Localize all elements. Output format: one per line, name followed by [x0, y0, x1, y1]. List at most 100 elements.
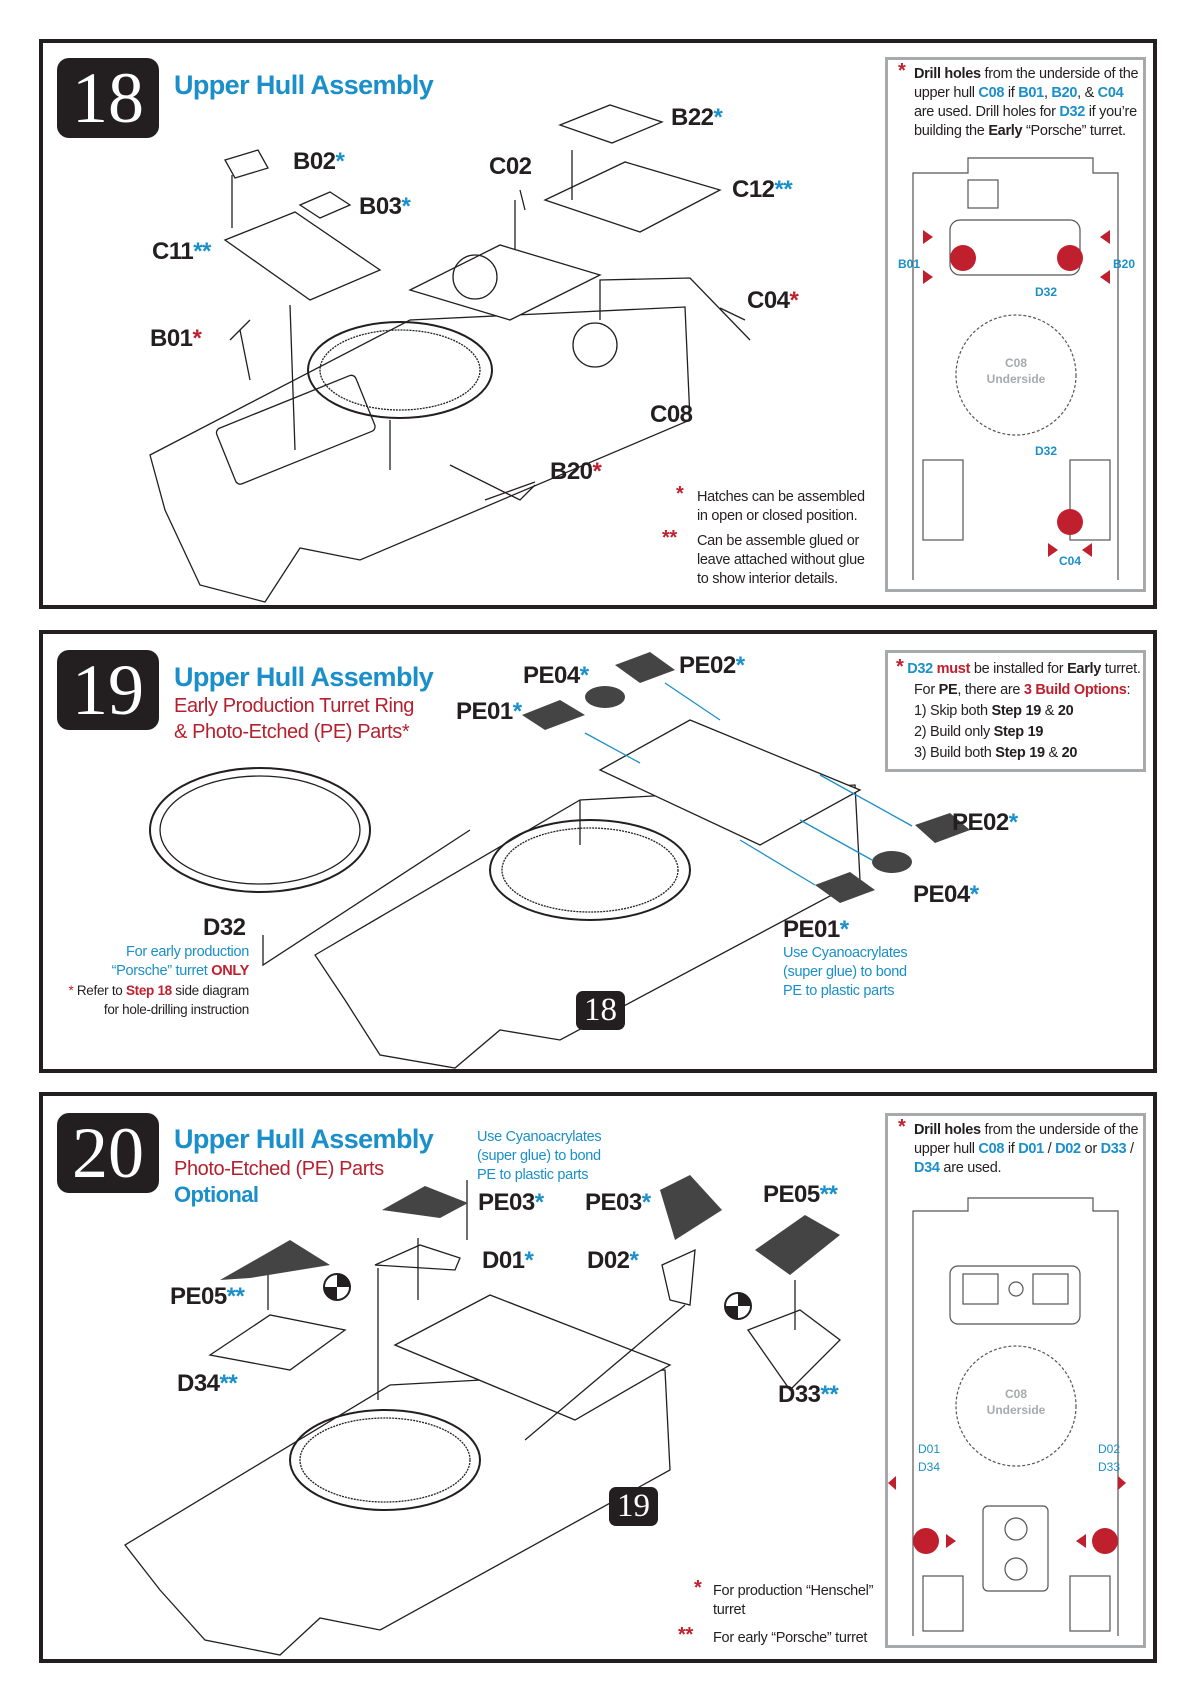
part-code: C04: [747, 287, 790, 314]
engine-deck-part: [408, 244, 602, 321]
text: Underside: [986, 372, 1046, 386]
drill-symbol-left: [950, 245, 976, 271]
glue-symbol-icon: [724, 1292, 752, 1320]
glue-note: Use Cyanoacrylates (super glue) to bond …: [477, 1128, 602, 1185]
part-code: D32: [203, 914, 246, 941]
turret-ring: [307, 321, 493, 419]
text: 2) Build only: [914, 724, 994, 740]
b22-part: [558, 104, 664, 144]
footnote-line: leave attached without glue: [697, 552, 865, 568]
text: if: [1004, 85, 1019, 101]
text: PE to plastic parts: [477, 1167, 589, 1183]
part-code: C08: [650, 401, 693, 428]
d32-ring: [149, 767, 371, 893]
part-code: B22: [671, 104, 714, 131]
part-mark: *: [401, 193, 411, 220]
part-label-pe01: PE01*: [783, 916, 849, 944]
warning-star-icon: *: [896, 656, 904, 678]
text: 3 Build Options: [1023, 682, 1127, 698]
build-options-side-box: * D32 must be installed for Early turret…: [885, 650, 1146, 772]
pe05-grille: [220, 1240, 330, 1280]
diagram-label-c04: C04: [1059, 554, 1082, 568]
part-mark: **: [219, 1370, 238, 1397]
text: Drill holes: [914, 1122, 981, 1138]
previous-step-badge: 19: [609, 1487, 658, 1526]
text: upper hull: [914, 85, 979, 101]
star-icon: *: [694, 1577, 702, 1599]
text: Underside: [986, 1403, 1046, 1417]
part-code: PE05: [763, 1181, 820, 1208]
d02-frame: [661, 1248, 696, 1306]
pe04-grille: [872, 851, 912, 873]
pe05-grille: [755, 1215, 840, 1275]
text: “Porsche” turret.: [1022, 123, 1126, 139]
footnote-line: to show interior details.: [697, 571, 838, 587]
part-mark: *: [579, 662, 589, 689]
glue-symbol-icon: [323, 1273, 351, 1301]
text: PE to plastic parts: [783, 983, 895, 999]
text: ,: [1043, 85, 1052, 101]
part-code: D02: [587, 1247, 630, 1274]
part-label-c02: C02: [489, 153, 532, 181]
b03-part: [298, 191, 352, 219]
step-number-badge: 19: [57, 650, 159, 730]
part-code: C11: [152, 238, 194, 265]
text: :: [1126, 682, 1131, 698]
diagram-label-d32: D32: [1035, 444, 1058, 458]
build-option-3: 3) Build both Step 19 & 20: [914, 743, 1141, 764]
part-mark: **: [819, 1181, 838, 1208]
pe02-grille: [915, 813, 970, 843]
part-mark: *: [641, 1189, 651, 1216]
footnote-line: For production “Henschel”: [713, 1583, 874, 1599]
part-code: PE01: [783, 916, 840, 943]
text: For early production: [126, 944, 249, 960]
part-label-pe04: PE04*: [523, 662, 589, 690]
part-code: D33: [778, 1381, 821, 1408]
part-label-c11: C11**: [152, 238, 211, 266]
text: for hole-drilling instruction: [103, 1002, 249, 1017]
part-mark: *: [524, 1247, 534, 1274]
part-label-d34: D34**: [177, 1370, 238, 1398]
text: For: [914, 682, 939, 698]
part-label-pe03: PE03*: [478, 1189, 544, 1217]
part-mark: *: [192, 325, 202, 352]
text: /: [1043, 1141, 1056, 1157]
pe03-grille: [382, 1186, 468, 1218]
part-mark: *: [512, 698, 522, 725]
text: 3) Build both: [914, 745, 996, 761]
part-label-b01: B01*: [150, 325, 202, 353]
step-subtitle: Photo-Etched (PE) Parts: [174, 1158, 384, 1180]
part-label-pe01: PE01*: [456, 698, 522, 726]
text: ONLY: [211, 963, 249, 979]
part-label-d02: D02*: [587, 1247, 639, 1275]
part-ref: C08: [978, 85, 1005, 101]
text: Early: [1067, 661, 1102, 677]
step-number-badge: 20: [57, 1113, 159, 1193]
part-ref: D33: [1100, 1141, 1127, 1157]
text: PE: [938, 682, 958, 698]
part-code: D34: [177, 1370, 220, 1397]
text: Drill holes: [914, 66, 981, 82]
footnote-line: turret: [713, 1602, 746, 1618]
part-ref: B20: [1051, 85, 1078, 101]
step-number-badge: 18: [57, 58, 159, 138]
text: if: [1004, 1141, 1019, 1157]
d34-frame: [208, 1314, 347, 1371]
double-star-icon: **: [678, 1624, 693, 1646]
build-option-1: 1) Skip both Step 19 & 20: [914, 701, 1141, 722]
part-label-c08: C08: [650, 401, 693, 429]
part-label-d01: D01*: [482, 1247, 534, 1275]
text: C08: [1004, 356, 1027, 370]
part-mark: *: [789, 287, 799, 314]
text: from the underside of the: [980, 1122, 1139, 1138]
text: Early: [988, 123, 1023, 139]
part-code: B20: [550, 458, 593, 485]
part-mark: *: [534, 1189, 544, 1216]
part-ref: D34: [914, 1160, 940, 1176]
text: (super glue) to bond: [783, 964, 907, 980]
